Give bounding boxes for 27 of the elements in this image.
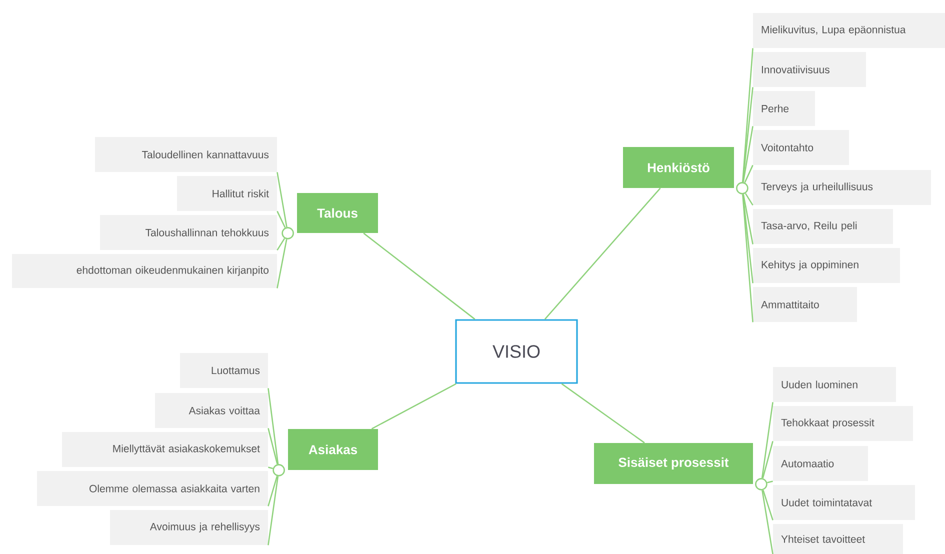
leaf-box: Hallitut riskit [177, 176, 277, 211]
leaf-box: Innovatiivisuus [753, 52, 866, 87]
branch-box: Henkiöstö [623, 147, 748, 194]
leaf-box: Uudet toimintatavat [773, 485, 915, 520]
leaf-box: Perhe [753, 91, 815, 126]
branch-box: Sisäiset prosessit [594, 443, 768, 490]
leaf-box: Tasa-arvo, Reilu peli [753, 209, 893, 244]
leaf-box: Olemme olemassa asiakkaita varten [37, 471, 268, 506]
leaf-box: Yhteiset tavoitteet [773, 524, 903, 554]
central-topic-box: VISIO [455, 319, 578, 384]
leaf-box: Ammattitaito [753, 287, 857, 322]
leaf-box: Taloudellinen kannattavuus [95, 137, 277, 172]
branch-box: Talous [282, 193, 378, 240]
leaf-box: Mielikuvitus, Lupa epäonnistua [753, 13, 945, 48]
leaf-box: Asiakas voittaa [155, 393, 268, 428]
leaf-box: Taloushallinnan tehokkuus [100, 215, 277, 250]
leaf-box: Luottamus [180, 353, 268, 388]
leaf-box: Tehokkaat prosessit [773, 406, 913, 441]
branch-box: Asiakas [272, 429, 378, 476]
leaf-box: Automaatio [773, 446, 868, 481]
leaf-box: ehdottoman oikeudenmukainen kirjanpito [12, 254, 277, 288]
leaf-box: Miellyttävät asiakaskokemukset [62, 432, 268, 467]
leaf-box: Avoimuus ja rehellisyys [110, 510, 268, 545]
leaf-box: Kehitys ja oppiminen [753, 248, 900, 283]
leaf-box: Uuden luominen [773, 367, 896, 402]
leaf-box: Voitontahto [753, 130, 849, 165]
leaf-box: Terveys ja urheilullisuus [753, 170, 931, 205]
